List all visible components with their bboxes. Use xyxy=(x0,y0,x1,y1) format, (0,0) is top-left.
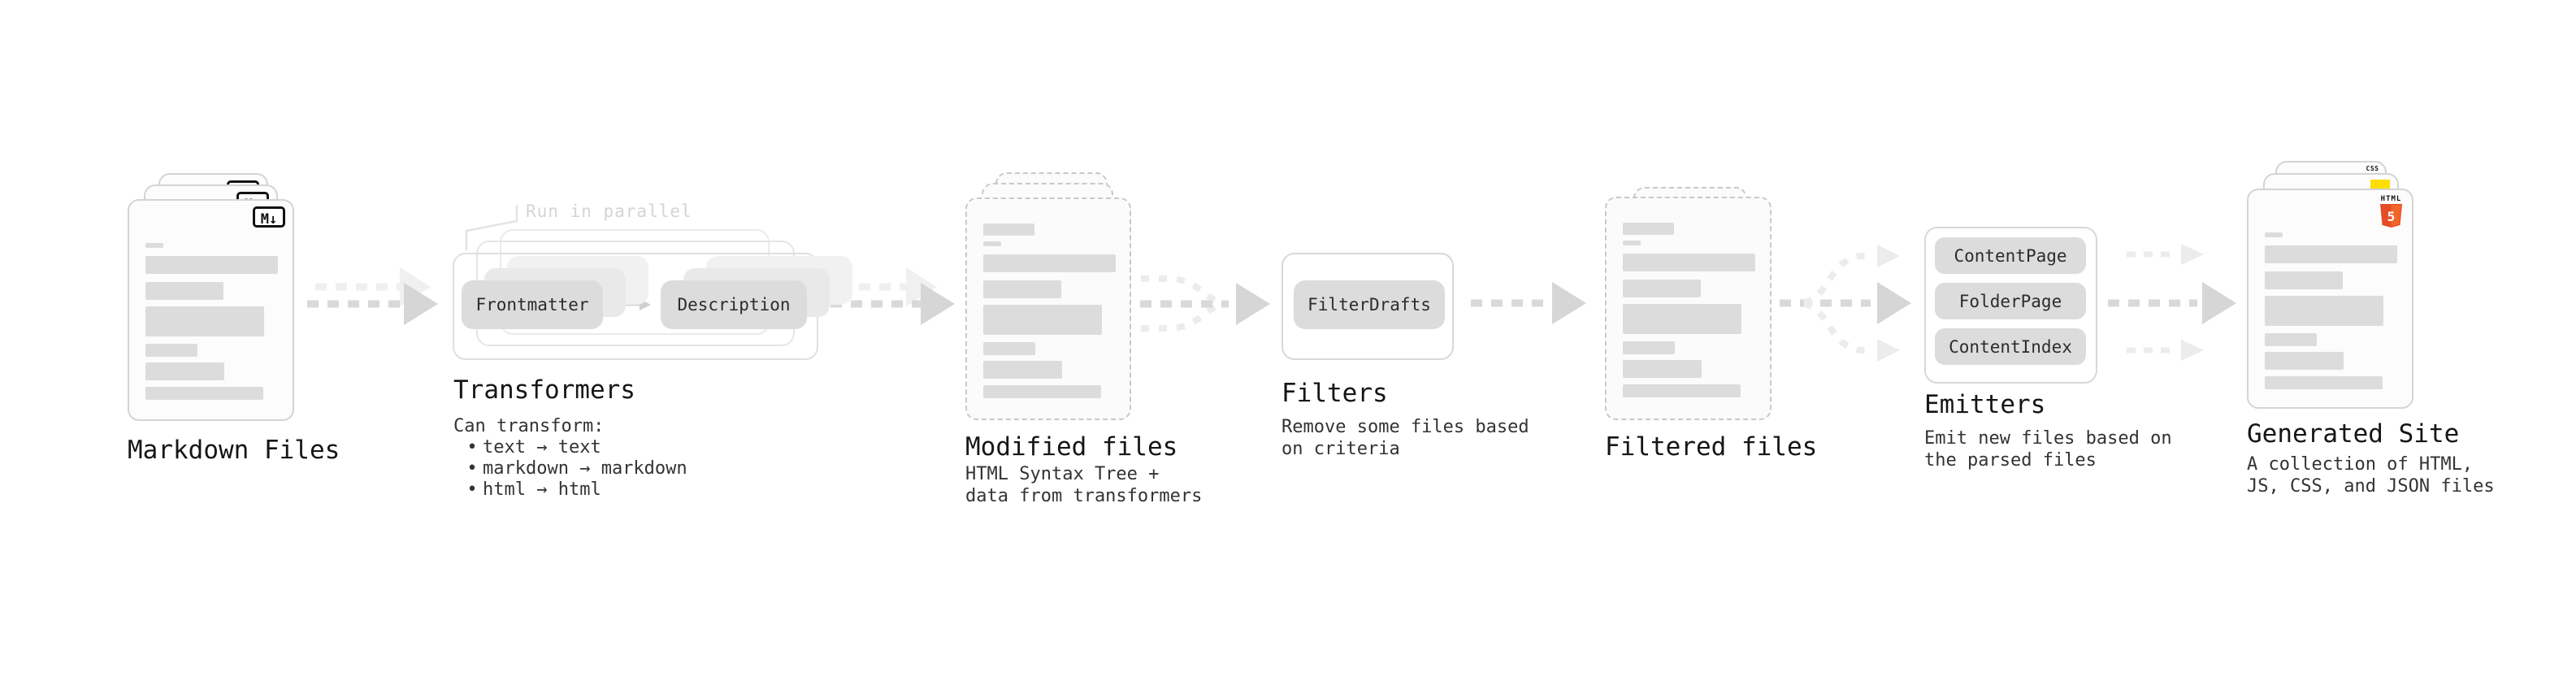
transformers-description: Can transform: •text → text •markdown → … xyxy=(453,416,687,501)
placeholder-bar xyxy=(2265,333,2317,346)
arrow-emitters-to-site xyxy=(2108,244,2236,361)
placeholder-bar xyxy=(2265,376,2383,389)
placeholder-bar xyxy=(1623,254,1755,271)
markdown-icon: M↓ xyxy=(253,206,285,228)
modified-files-label: Modified files xyxy=(965,432,1178,462)
arrow-markdown-to-transformers xyxy=(307,267,438,325)
svg-text:5: 5 xyxy=(2387,209,2396,224)
generated-site-subtitle: A collection of HTML, JS, CSS, and JSON … xyxy=(2247,454,2495,497)
placeholder-bar xyxy=(2265,296,2383,326)
pill-contentpage: ContentPage xyxy=(1935,237,2086,274)
markdown-files-label: Markdown Files xyxy=(128,436,340,465)
placeholder-bar xyxy=(145,344,197,357)
transformers-bullet: •text → text xyxy=(466,437,601,458)
transformers-heading: Transformers xyxy=(453,375,635,405)
placeholder-bar xyxy=(983,385,1101,398)
filters-subtitle: Remove some files based on criteria xyxy=(1281,417,1529,459)
arrow-modified-to-filters xyxy=(1140,275,1270,332)
html5-icon: HTML 5 xyxy=(2380,195,2402,228)
emitters-subtitle: Emit new files based on the parsed files xyxy=(1924,428,2172,471)
placeholder-bar xyxy=(1623,280,1701,297)
filtered-file-card-front xyxy=(1605,197,1772,420)
arrow-filters-to-filtered xyxy=(1471,282,1586,324)
generated-site-label: Generated Site xyxy=(2247,419,2460,449)
placeholder-bar xyxy=(1623,384,1741,397)
placeholder-bar xyxy=(2265,271,2343,289)
transformers-bullet: •markdown → markdown xyxy=(466,458,687,479)
pill-filterdrafts: FilterDrafts xyxy=(1294,280,1445,329)
modified-files-subtitle: HTML Syntax Tree + data from transformer… xyxy=(965,464,1203,506)
pill-frontmatter: Frontmatter xyxy=(462,280,603,329)
placeholder-bar xyxy=(2265,245,2397,263)
run-in-parallel-note: Run in parallel xyxy=(526,202,692,221)
filters-heading: Filters xyxy=(1281,379,1388,408)
placeholder-bar xyxy=(1623,304,1741,334)
markdown-file-card-front: M↓ xyxy=(128,199,294,421)
transformers-bullet: •html → html xyxy=(466,479,601,500)
placeholder-bar xyxy=(145,387,263,400)
placeholder-bar xyxy=(983,342,1035,355)
placeholder-bar xyxy=(145,306,264,336)
placeholder-bar xyxy=(145,256,278,274)
placeholder-bar xyxy=(983,361,1062,379)
pill-folderpage: FolderPage xyxy=(1935,283,2086,319)
placeholder-bar xyxy=(1623,341,1675,354)
placeholder-bar xyxy=(983,241,1001,246)
emitters-heading: Emitters xyxy=(1924,390,2046,419)
placeholder-bar xyxy=(2265,232,2283,237)
placeholder-bar xyxy=(1623,360,1702,378)
placeholder-bar xyxy=(145,282,223,300)
modified-file-card-front xyxy=(965,197,1131,420)
placeholder-bar xyxy=(145,243,163,248)
placeholder-bar xyxy=(1623,223,1674,235)
placeholder-bar xyxy=(983,223,1034,236)
site-file-card-html: HTML 5 xyxy=(2247,189,2413,409)
arrow-filtered-to-emitters xyxy=(1780,245,1911,362)
placeholder-bar xyxy=(983,280,1061,298)
pill-contentindex: ContentIndex xyxy=(1935,328,2086,365)
placeholder-bar xyxy=(1623,241,1641,245)
placeholder-bar xyxy=(983,254,1116,272)
transformers-desc-title: Can transform: xyxy=(453,416,605,436)
placeholder-bar xyxy=(2265,352,2344,370)
pill-description: Description xyxy=(661,280,807,329)
filtered-files-label: Filtered files xyxy=(1605,432,1818,462)
placeholder-bar xyxy=(983,305,1102,335)
placeholder-bar xyxy=(145,362,224,380)
